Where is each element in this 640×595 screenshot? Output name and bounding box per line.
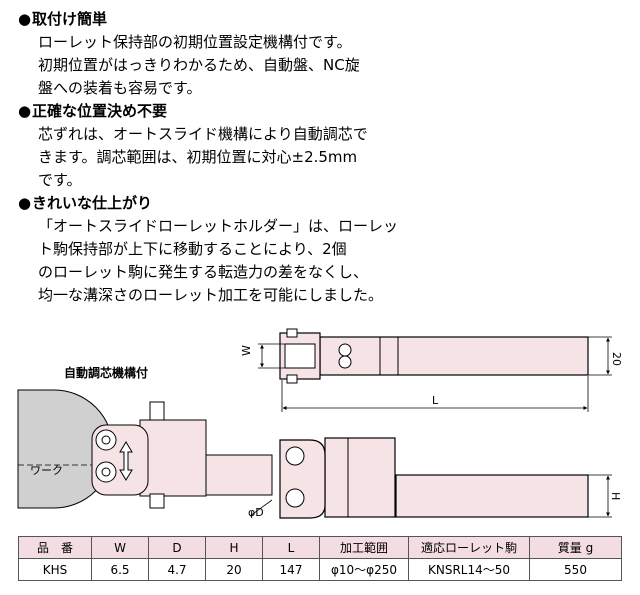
- table-cell: KNSRL14〜50: [408, 558, 530, 581]
- diagram-caption: 自動調芯機構付: [64, 366, 149, 380]
- header-cell: L: [262, 536, 320, 559]
- header-cell: D: [148, 536, 206, 559]
- feature-line: 盤への装着も容易です。: [38, 79, 202, 97]
- feature-line: ローレット保持部の初期位置設定機構付です。: [38, 33, 352, 51]
- table-header-row: 品 番 W D H L 加工範囲 適応ローレット駒 質量 g: [18, 536, 622, 559]
- dim-h-label: H: [609, 492, 622, 500]
- feature-line: 均一な溝深さのローレット加工を可能にしました。: [38, 286, 384, 304]
- feature-line: ト駒保持部が上下に移動することにより、2個: [38, 240, 347, 258]
- front-view: [249, 437, 612, 519]
- dim-l-label: L: [432, 394, 439, 407]
- bullet-icon: ●: [18, 102, 32, 120]
- feature-line: きます。調芯範囲は、初期位置に対心±2.5mm: [38, 148, 358, 166]
- dim-20-label: 20: [610, 352, 623, 366]
- table-row: KHS 6.5 4.7 20 147 φ10〜φ250 KNSRL14〜50 5…: [18, 558, 622, 581]
- feature-heading: ●きれいな仕上がり: [18, 192, 398, 215]
- table-cell: φ10〜φ250: [319, 558, 409, 581]
- feature-2: ●正確な位置決め不要 芯ずれは、オートスライド機構により自動調芯で きます。調芯…: [18, 100, 398, 192]
- feature-line: のローレット駒に発生する転造力の差をなくし、: [38, 263, 369, 281]
- header-cell: 適応ローレット駒: [408, 536, 530, 559]
- table-cell: 4.7: [148, 558, 206, 581]
- feature-line: です。: [38, 171, 82, 189]
- header-cell: H: [205, 536, 263, 559]
- feature-heading: ●取付け簡単: [18, 8, 398, 31]
- table-cell: 20: [205, 558, 263, 581]
- header-cell: 加工範囲: [319, 536, 409, 559]
- feature-line: 初期位置がはっきりわかるため、自動盤、NC旋: [38, 56, 360, 74]
- feature-heading: ●正確な位置決め不要: [18, 100, 398, 123]
- header-cell: W: [91, 536, 149, 559]
- table-cell: 550: [529, 558, 622, 581]
- header-cell: 品 番: [18, 536, 92, 559]
- table-cell: KHS: [18, 558, 92, 581]
- holder-with-work: [17, 389, 273, 509]
- work-label: ワーク: [30, 464, 63, 477]
- top-view: [258, 328, 612, 412]
- table-cell: 6.5: [91, 558, 149, 581]
- table-cell: 147: [262, 558, 320, 581]
- feature-3: ●きれいな仕上がり 「オートスライドローレットホルダー」は、ローレッ ト駒保持部…: [18, 192, 398, 307]
- dim-w-label: W: [240, 345, 253, 356]
- spec-table: 品 番 W D H L 加工範囲 適応ローレット駒 質量 g KHS 6.5 4…: [18, 536, 622, 581]
- header-cell: 質量 g: [529, 536, 622, 559]
- feature-line: 芯ずれは、オートスライド機構により自動調芯で: [38, 125, 368, 143]
- dim-phid-label: φD: [248, 506, 264, 519]
- feature-list: ●取付け簡単 ローレット保持部の初期位置設定機構付です。 初期位置がはっきりわか…: [18, 8, 398, 307]
- feature-line: 「オートスライドローレットホルダー」は、ローレッ: [38, 217, 399, 235]
- bullet-icon: ●: [18, 10, 32, 28]
- bullet-icon: ●: [18, 194, 32, 212]
- feature-1: ●取付け簡単 ローレット保持部の初期位置設定機構付です。 初期位置がはっきりわか…: [18, 8, 398, 100]
